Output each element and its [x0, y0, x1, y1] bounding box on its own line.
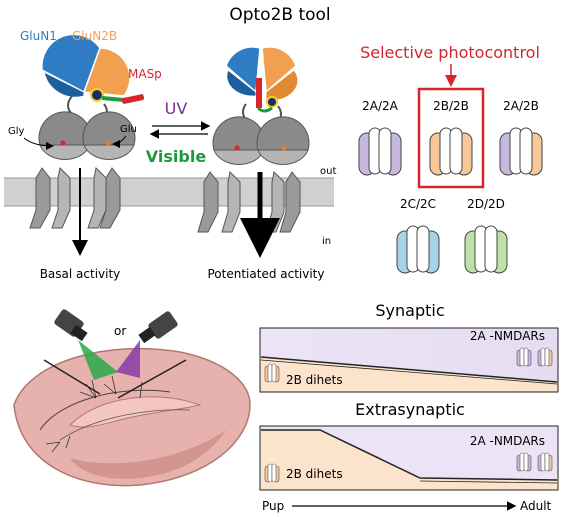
receptor-icon-2a2a: [358, 127, 402, 176]
synaptic-dihet-area: [261, 357, 557, 391]
receptor-potentiated: [197, 46, 310, 233]
extrasynaptic-panel: [259, 425, 559, 491]
receptor-label-2d2d: 2D/2D: [467, 197, 505, 211]
basal-activity-label: Basal activity: [40, 267, 121, 281]
receptor-label-2a2b: 2A/2B: [503, 99, 539, 113]
recording-pipette-left: [43, 359, 101, 395]
uv-label: UV: [165, 99, 188, 118]
timeline-start-label: Pup: [262, 499, 284, 513]
uv-light-cone: [116, 340, 140, 378]
highlight-box: [417, 87, 485, 189]
receptor-label-2b2b: 2B/2B: [433, 99, 469, 113]
membrane-in-label: in: [322, 236, 331, 247]
potentiated-activity-label: Potentiated activity: [208, 267, 325, 281]
selective-photocontrol-title: Selective photocontrol: [360, 43, 540, 62]
glun1-atd-shape: [41, 33, 101, 94]
receptor-icon-2b2b: [429, 127, 473, 176]
or-label: or: [114, 324, 126, 338]
receptor-icon-2a2b: [499, 127, 543, 176]
uv-light-objective: [116, 311, 178, 378]
timeline-end-label: Adult: [520, 499, 552, 513]
extrasynaptic-nmdar-label: 2A -NMDARs: [470, 434, 545, 448]
synaptic-title: Synaptic: [375, 301, 444, 320]
green-light-cone: [78, 340, 118, 380]
masp-label: MASp: [128, 67, 162, 81]
figure-title: Opto2B tool: [229, 5, 330, 25]
visible-label: Visible: [146, 147, 207, 166]
synaptic-nmdar-label: 2A -NMDARs: [470, 329, 545, 343]
glun2b-label: GluN2B: [72, 29, 117, 43]
synaptic-dihet-label: 2B dihets: [286, 373, 343, 387]
extrasynaptic-dihet-icon: [264, 463, 280, 483]
synaptic-panel: [259, 327, 559, 393]
green-light-objective: [54, 309, 118, 380]
synaptic-nmdar-icons: [516, 347, 553, 367]
glun1-label: GluN1: [20, 29, 57, 43]
masp-anchor-shape: [90, 88, 104, 102]
extrasynaptic-nmdar-icons: [516, 452, 553, 472]
receptor-icon-2c2c: [396, 225, 440, 274]
glu-label: Glu: [120, 124, 137, 135]
extrasynaptic-title: Extrasynaptic: [355, 400, 465, 419]
receptor-label-2a2a: 2A/2A: [362, 99, 399, 113]
extrasynaptic-dihet-label: 2B dihets: [286, 467, 343, 481]
gly-label: Gly: [8, 126, 25, 137]
synaptic-dihet-icon: [264, 363, 280, 383]
membrane-out-label: out: [320, 166, 336, 177]
receptor-icon-2d2d: [464, 225, 508, 274]
glun2b-atd-shape: [82, 47, 131, 97]
masp-photoswitch-cis-shape: [256, 78, 262, 108]
brain-slice: [13, 347, 251, 487]
receptor-label-2c2c: 2C/2C: [400, 197, 436, 211]
extrasynaptic-dihet-area: [261, 430, 557, 489]
recording-pipette-right: [117, 359, 187, 399]
masp-photoswitch-shape: [121, 94, 145, 104]
